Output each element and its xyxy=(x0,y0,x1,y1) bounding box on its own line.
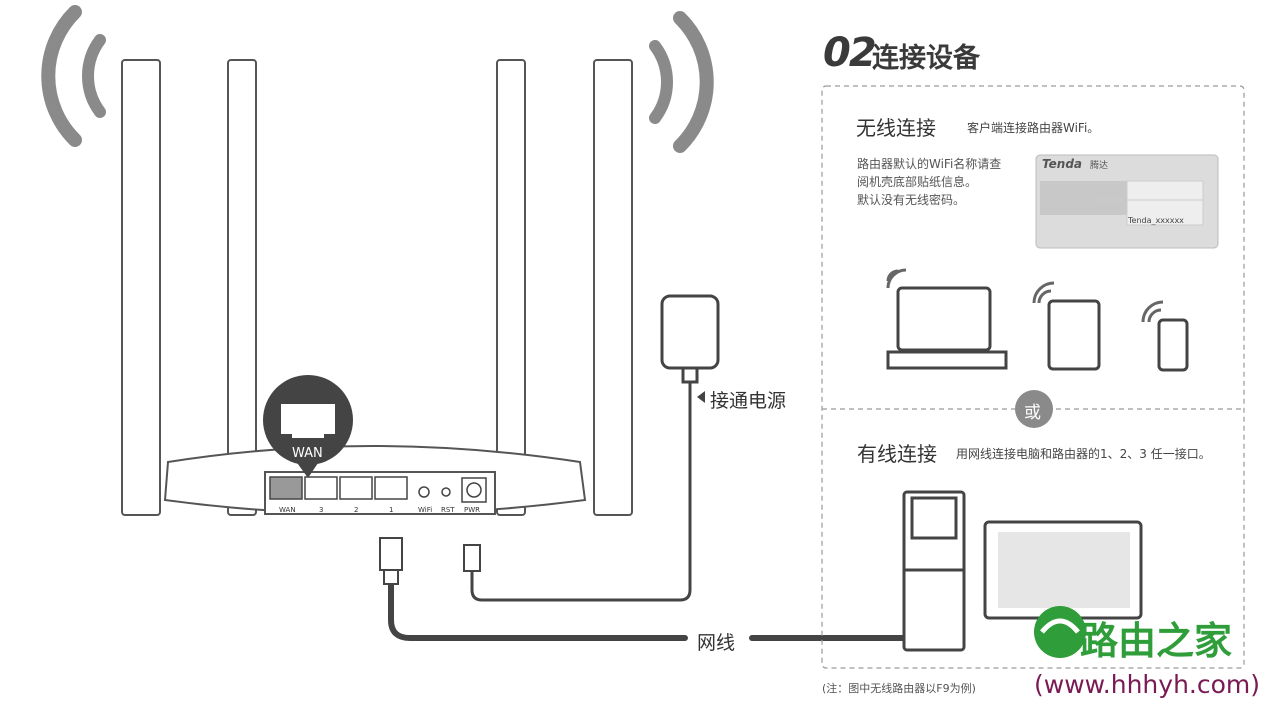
watermark-logo-icon xyxy=(1034,606,1086,658)
or-label: 或 xyxy=(1024,403,1041,423)
port-label-1: 1 xyxy=(389,506,394,514)
tablet-wifi-icon xyxy=(1032,281,1055,304)
ethernet-cable xyxy=(388,582,908,641)
ethernet-plug-icon xyxy=(379,537,403,585)
footnote: (注：图中无线路由器以F9为例) xyxy=(822,682,976,695)
wireless-note-2: 阅机壳底部贴纸信息。 xyxy=(857,175,978,189)
monitor-icon xyxy=(983,520,1143,620)
power-adapter-icon xyxy=(660,294,720,384)
section-title: 连接设备 xyxy=(872,43,980,74)
port-label-2: 2 xyxy=(354,506,359,514)
port-label-3: 3 xyxy=(319,506,324,514)
wan-callout xyxy=(263,375,353,478)
signal-right-icon xyxy=(649,11,714,153)
section-number: 02 xyxy=(823,30,877,76)
laptop-icon xyxy=(886,286,1008,370)
phone-icon xyxy=(1157,318,1189,372)
router-ports xyxy=(269,476,487,503)
wired-subheading: 用网线连接电脑和路由器的1、2、3 任一接口。 xyxy=(956,447,1211,461)
wireless-heading: 无线连接 xyxy=(856,116,936,140)
port-label-pwr: PWR xyxy=(464,506,481,514)
wan-callout-label: WAN xyxy=(292,446,323,461)
port-label-rst: RST xyxy=(441,506,455,514)
watermark-name: 路由之家 xyxy=(1080,619,1233,663)
power-cable xyxy=(470,380,692,602)
phone-wifi-icon xyxy=(1141,300,1164,323)
wireless-note-1: 路由器默认的WiFi名称请查 xyxy=(857,157,1002,171)
power-label: 接通电源 xyxy=(710,390,787,412)
label-brand: Tenda xyxy=(1042,157,1083,171)
wireless-note-3: 默认没有无线密码。 xyxy=(857,193,966,207)
wired-heading: 有线连接 xyxy=(857,442,937,466)
connection-panel xyxy=(821,85,1245,669)
or-circle xyxy=(1015,390,1053,428)
watermark-url: (www.hhhyh.com) xyxy=(1034,670,1261,699)
power-plug-icon xyxy=(463,544,481,572)
label-brand-cn: 腾达 xyxy=(1090,161,1109,171)
port-label-wifi: WiFi xyxy=(418,506,433,514)
router-label-card xyxy=(1035,154,1219,249)
wireless-subheading: 客户端连接路由器WiFi。 xyxy=(967,121,1100,135)
label-ssid: Tenda_xxxxxx xyxy=(1128,216,1184,225)
signal-left-icon xyxy=(41,5,106,147)
antennas xyxy=(121,59,633,516)
port-label-wan: WAN xyxy=(279,506,296,514)
power-arrow-icon xyxy=(697,391,705,403)
pc-tower-icon xyxy=(902,490,966,652)
tablet-icon xyxy=(1047,299,1101,371)
cable-label: 网线 xyxy=(697,632,736,654)
laptop-wifi-icon xyxy=(886,268,907,289)
